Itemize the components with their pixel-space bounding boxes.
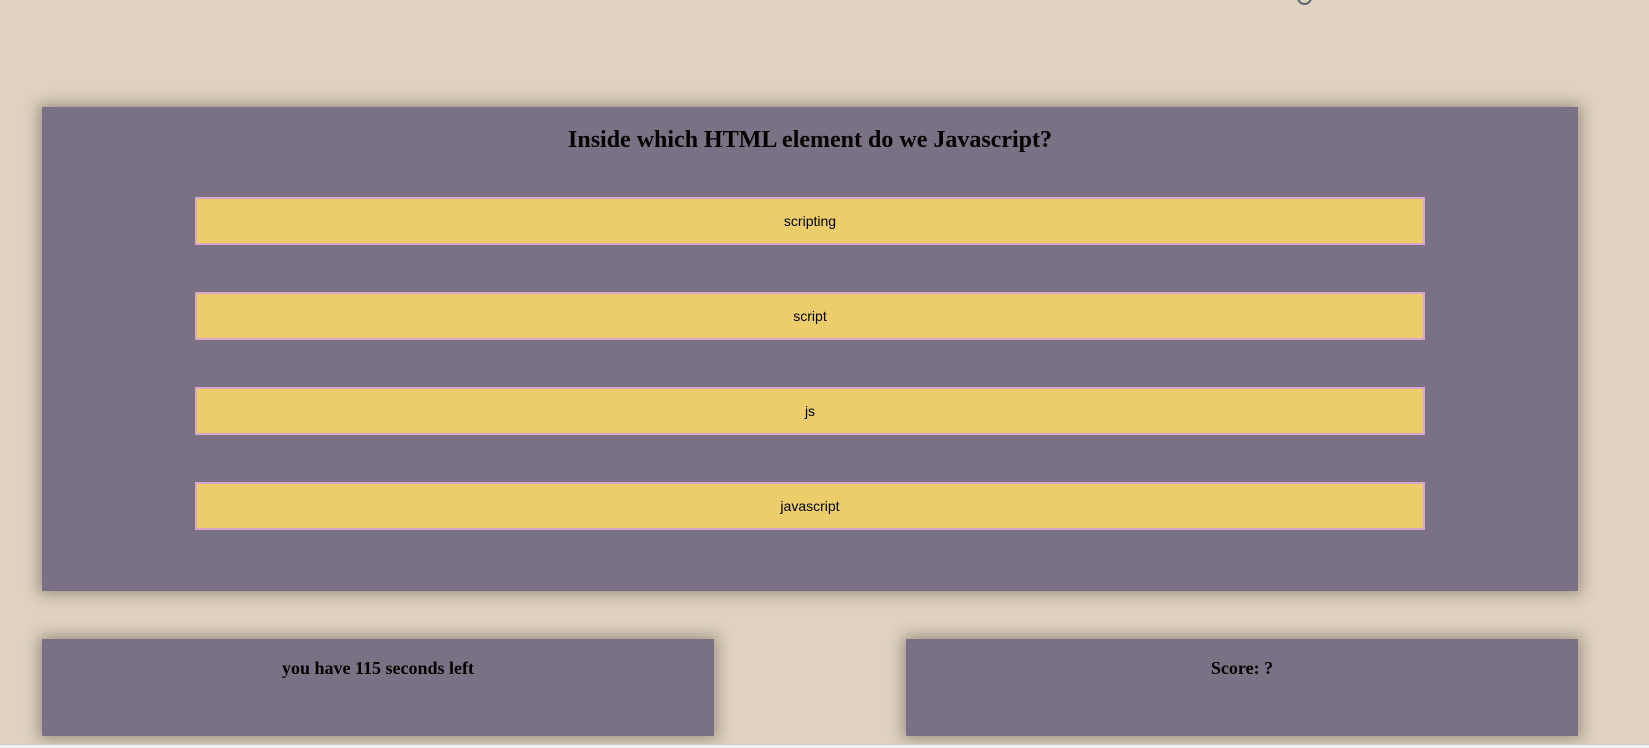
answer-button-script[interactable]: script: [195, 292, 1425, 340]
answer-button-js[interactable]: js: [195, 387, 1425, 435]
score-card: Score: ?: [906, 639, 1578, 736]
answer-list: scripting script js javascript: [195, 197, 1425, 577]
circle-icon: [1297, 0, 1312, 5]
question-card: Inside which HTML element do we Javascri…: [42, 107, 1578, 591]
answer-button-scripting[interactable]: scripting: [195, 197, 1425, 245]
page-bottom-edge: [0, 744, 1649, 748]
question-title: Inside which HTML element do we Javascri…: [568, 127, 1052, 153]
timer-text: you have 115 seconds left: [281, 658, 474, 678]
answer-button-javascript[interactable]: javascript: [195, 482, 1425, 530]
timer-card: you have 115 seconds left: [42, 639, 714, 736]
score-text: Score: ?: [1210, 658, 1274, 678]
